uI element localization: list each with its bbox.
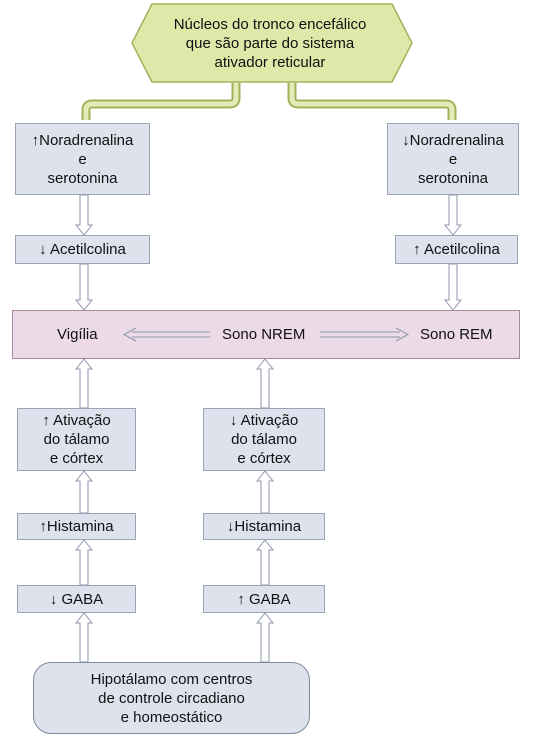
- arrow-right-histamine-to-activation: [255, 470, 275, 514]
- arrow-left-activation-to-band: [74, 358, 94, 409]
- arrow-left-gaba-to-histamine: [74, 539, 94, 586]
- arrow-right-activation-to-band: [255, 358, 275, 409]
- arrow-left-na-to-ach: [74, 194, 94, 236]
- arrow-right-gaba-to-histamine: [255, 539, 275, 586]
- left-activation-box: ↑ Ativação do tálamo e córtex: [17, 408, 136, 471]
- brainstem-to-left-connector: [81, 83, 241, 120]
- state-wake-label: Vigília: [57, 326, 98, 343]
- sleep-state-band: [12, 310, 520, 359]
- left-noradrenaline-box: ↑Noradrenalina e serotonina: [15, 123, 150, 195]
- nrem-to-rem-arrow: [320, 327, 410, 342]
- arrow-right-ach-to-band: [443, 263, 463, 311]
- arrow-left-ach-to-band: [74, 263, 94, 311]
- brainstem-label: Núcleos do tronco encefálico que são par…: [173, 15, 367, 71]
- right-activation-box: ↓ Ativação do tálamo e córtex: [203, 408, 325, 471]
- arrow-left-hypothalamus-to-gaba: [74, 612, 94, 663]
- brainstem-to-right-connector: [287, 83, 457, 120]
- arrow-right-na-to-ach: [443, 194, 463, 236]
- right-noradrenaline-box: ↓Noradrenalina e serotonina: [387, 123, 519, 195]
- nrem-to-wake-arrow: [122, 327, 210, 342]
- right-gaba-box: ↑ GABA: [203, 585, 325, 613]
- left-acetylcholine-box: ↓ Acetilcolina: [15, 235, 150, 264]
- right-histamine-box: ↓Histamina: [203, 513, 325, 540]
- right-acetylcholine-box: ↑ Acetilcolina: [395, 235, 518, 264]
- hypothalamus-box: Hipotálamo com centros de controle circa…: [33, 662, 310, 734]
- left-gaba-box: ↓ GABA: [17, 585, 136, 613]
- left-histamine-box: ↑Histamina: [17, 513, 136, 540]
- state-nrem-label: Sono NREM: [222, 326, 306, 343]
- arrow-left-histamine-to-activation: [74, 470, 94, 514]
- arrow-right-hypothalamus-to-gaba: [255, 612, 275, 663]
- state-rem-label: Sono REM: [420, 326, 493, 343]
